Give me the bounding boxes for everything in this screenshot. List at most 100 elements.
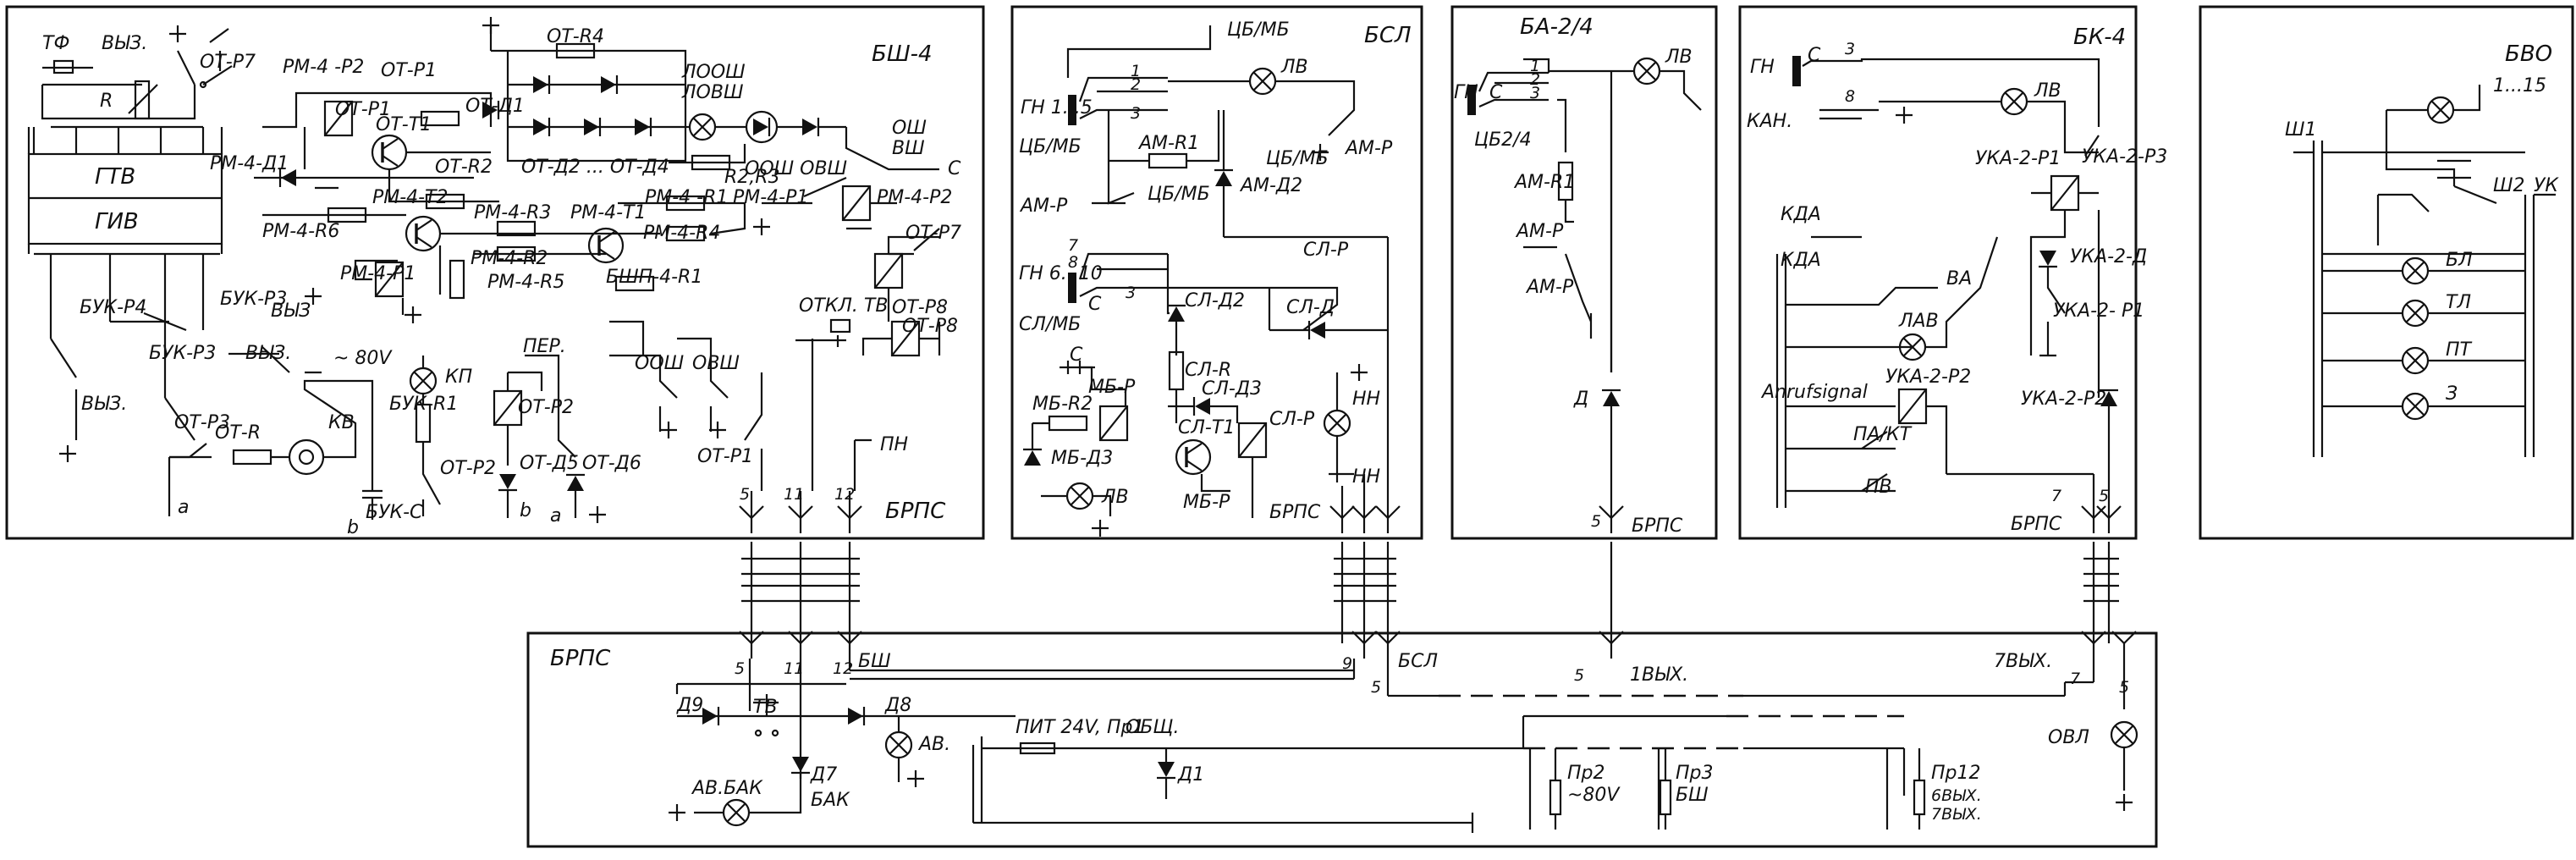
label-uka-d: УКА-2-Д [2070, 246, 2147, 267]
label-pr3: Пр3 [1676, 763, 1714, 784]
label-anruf: Anrufsignal [1760, 382, 1868, 403]
label-pn: ПН [880, 434, 908, 455]
label-am-pb: АМ-Р [1515, 221, 1564, 242]
label-uka-r3: УКА-2-Р3 [2082, 146, 2167, 168]
label-sl-p: СЛ-Р [1303, 240, 1349, 261]
label-ot-p8: ОТ-Р8 [892, 297, 948, 318]
cables [738, 542, 2138, 660]
label-rm4-t2: РМ-4-Т2 [372, 187, 449, 208]
label-c-bsl: С [1088, 294, 1102, 315]
label-rm4-d1: РМ-4-Д1 [210, 153, 289, 174]
label-rm4-r4: РМ-4-R4 [643, 223, 720, 244]
pin-ba-1: 1 [1530, 57, 1540, 75]
label-rm4-r2b: РМ-4-R2 [471, 248, 548, 269]
label-vyz1: ВЫЗ. [102, 33, 147, 54]
label-c-ba: С [1489, 82, 1503, 103]
pin-ba-3: 3 [1530, 84, 1540, 102]
label-vyh6: 6ВЫХ. [1931, 786, 1982, 805]
label-sl-d2: СЛ-Д2 [1185, 290, 1245, 311]
label-ot-r7: ОТ-Р7 [200, 52, 256, 73]
label-tsb24: ЦБ2/4 [1474, 130, 1532, 151]
label-gn-s: ГН [1454, 82, 1478, 103]
label-tl: ТЛ [2446, 292, 2471, 313]
label-tsb-mb: ЦБ/МБ [1227, 19, 1290, 41]
label-gn15: ГН 1...5 [1021, 97, 1093, 119]
label-am-r1b: АМ-R1 [1513, 172, 1575, 193]
label-vyz3: ВЫЗ. [81, 394, 127, 415]
label-ot-d1: ОТ-Д1 [465, 96, 525, 117]
block-bsl [1010, 5, 1423, 540]
label-buk-r1: БУК-R1 [389, 394, 458, 415]
label-va: ВА [1946, 268, 1972, 289]
label-am-d2: АМ-Д2 [1239, 175, 1302, 196]
label-gn-k: ГН [1750, 57, 1775, 78]
block-title-bk4: БК-4 [2073, 25, 2126, 50]
label-ovl: ОВЛ [2048, 727, 2089, 748]
label-ot-d2-d4: ОТ-Д2 ... ОТ-Д4 [521, 157, 669, 178]
label-ot-r4: ОТ-R4 [547, 26, 604, 47]
bk4-labels: ГН КАН. ЛВ УКА-2-Р1 УКА-2-Р3 КДА КДА ВА … [1747, 40, 2167, 535]
label-giv: ГИВ [95, 209, 139, 234]
label-buk-c: БУК-С [366, 502, 423, 523]
label-obsh: ОБЩ. [1126, 717, 1179, 738]
label-brps3: БРПС [1632, 515, 1683, 537]
label-b: b [347, 517, 359, 538]
label-buk-r4: БУК-Р4 [80, 297, 146, 318]
pin-brps-5b: 5 [1371, 678, 1381, 697]
label-tf: ТФ [42, 33, 69, 54]
label-sl-r: СЛ-R [1185, 360, 1231, 381]
label-d7: Д7 [810, 764, 837, 786]
label-a2: а [550, 505, 561, 526]
pin-brps-7: 7 [2070, 670, 2080, 688]
label-ot-p2b: ОТ-Р2 [440, 458, 496, 479]
label-kda2: КДА [1781, 250, 1821, 271]
label-rm4-t1: РМ-4-Т1 [570, 202, 647, 223]
label-z: З [2446, 383, 2458, 405]
label-ot-r8: ОТ-Р8 [902, 316, 958, 337]
label-kp: КП [445, 367, 472, 388]
label-uka-p1: УКА-2- Р1 [2053, 300, 2144, 322]
pin-bsl-2: 2 [1131, 75, 1141, 94]
label-rm4-r3: РМ-4-R3 [474, 202, 551, 223]
label-bl: БЛ [2446, 250, 2473, 271]
label-sh1: Ш1 [2285, 119, 2317, 141]
label-tsb-mb2: ЦБ/МБ [1019, 136, 1082, 157]
label-lv4: ЛВ [2034, 80, 2061, 102]
label-per: ПЕР. [523, 336, 566, 357]
block-bsh4 [5, 5, 985, 540]
label-ot-p7: ОТ-Р7 [905, 223, 961, 244]
label-c-bsl2: С [1070, 345, 1083, 366]
pin-bk-7: 7 [2051, 487, 2061, 505]
label-ot-t1: ОТ-Т1 [376, 114, 432, 135]
label-gn610: ГН 6...10 [1019, 263, 1103, 284]
pin-bk-5: 5 [2099, 487, 2109, 505]
label-tsb-mb4: ЦБ/МБ [1266, 148, 1329, 169]
label-gtv: ГТВ [95, 164, 135, 190]
label-buk-r3b: БУК-Р3 [149, 343, 216, 364]
label-brps4: БРПС [2011, 514, 2062, 535]
label-a: а [178, 497, 189, 518]
label-ot-d6: ОТ-Д6 [582, 453, 641, 474]
label-lv: ЛВ [1280, 57, 1308, 78]
pin-brps-9: 9 [1342, 654, 1352, 673]
pin-bk-8: 8 [1845, 87, 1855, 106]
label-d: Д [1573, 389, 1588, 410]
label-vyh7: 7ВЫХ. [1994, 651, 2052, 672]
label-am-r: АМ-Р [1344, 138, 1393, 159]
label-vsh: ВШ [892, 138, 925, 159]
brps-labels: БШ БСЛ 1ВЫХ. 7ВЫХ. Д9 ТВ Д8 АВ. ПИТ 24V,… [676, 651, 2129, 824]
block-bvo [2199, 5, 2574, 540]
label-nn2: НН [1352, 466, 1380, 488]
label-kda: КДА [1781, 204, 1821, 225]
label-ot-p1: ОТ-Р1 [697, 446, 753, 467]
block-bk4 [1738, 5, 2138, 540]
label-ot-d5: ОТ-Д5 [520, 453, 579, 474]
label-vyz: ВЫЗ [271, 300, 311, 322]
label-uk: УК [2534, 175, 2559, 196]
block-title-bvo: БВО [2505, 41, 2552, 67]
ba24-labels: ГН ЦБ2/4 АМ-R1 АМ-Р АМ-Р Д ЛВ БРПС 5 1 2… [1454, 47, 1693, 537]
label-vyh7b: 7ВЫХ. [1931, 805, 1982, 824]
label-ot-r1b: ОТ-Р1 [335, 99, 391, 120]
block-title-bsh4: БШ-4 [872, 41, 933, 67]
label-ot-p2: ОТ-Р2 [518, 397, 574, 418]
